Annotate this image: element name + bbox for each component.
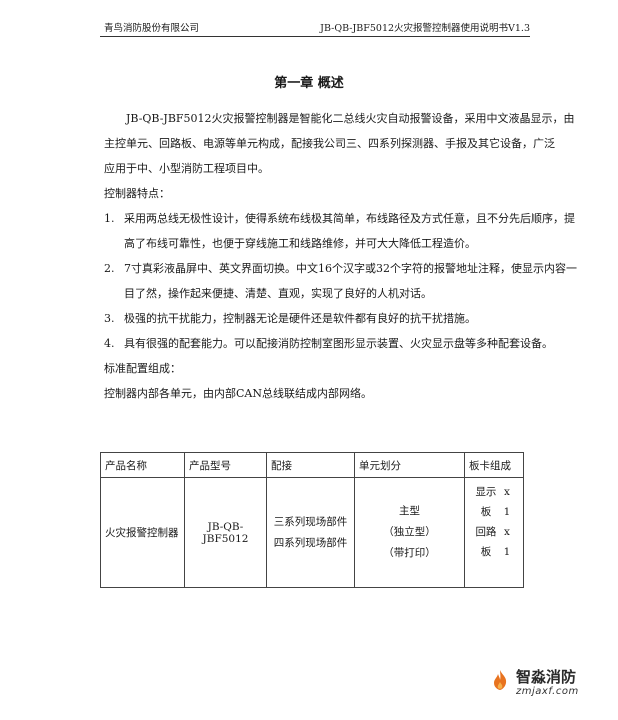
page-header: 青鸟消防股份有限公司 JB-QB-JBF5012火灾报警控制器使用说明书V1.3 [100,16,530,37]
configuration-table: 产品名称 产品型号 配接 单元划分 板卡组成 火灾报警控制器 JB-QB-JBF… [100,452,524,588]
feature-item: 3. 极强的抗干扰能力，控制器无论是硬件还是软件都有良好的抗干扰措施。 [104,306,524,331]
document-title: JB-QB-JBF5012火灾报警控制器使用说明书V1.3 [320,23,530,34]
feature-number: 3. [104,312,115,325]
watermark: 智淼消防 zmjaxf.com [488,664,608,704]
feature-text: 采用两总线无极性设计，使得系统布线极其简单，布线路径及方式任意，且不分先后顺序，… [124,212,575,225]
table-header-row: 产品名称 产品型号 配接 单元划分 板卡组成 [100,452,524,478]
intro-line: 应用于中、小型消防工程项目中。 [104,162,269,175]
watermark-name: 智淼消防 [516,668,577,686]
unit-item: （独立型） [383,526,436,538]
company-name: 青鸟消防股份有限公司 [104,23,200,34]
chapter-title: 第一章 概述 [274,76,344,91]
feature-text: 目了然，操作起来便捷、清楚、直观，实现了良好的人机对话。 [124,287,432,300]
cell-product-name: 火灾报警控制器 [100,477,185,588]
board-qty: x 1 [503,526,511,558]
connection-item: 三系列现场部件 [273,515,348,528]
feature-number: 2. [104,262,115,275]
feature-text: 极强的抗干扰能力，控制器无论是硬件还是软件都有良好的抗干扰措施。 [124,312,476,325]
watermark-site: zmjaxf.com [516,686,579,697]
feature-number: 1. [104,212,115,225]
config-heading: 标准配置组成： [104,362,181,375]
feature-item: 2. 7寸真彩液晶屏中、英文界面切换。中文16个汉字或32个字符的报警地址注释，使… [104,256,577,281]
cell-product-model: JB-QB-JBF5012 [184,477,267,588]
unit-item: 主型 [399,505,420,517]
feature-item: 4. 具有很强的配套能力。可以配接消防控制室图形显示装置、火灾显示盘等多种配套设备… [104,331,553,356]
cell-connection: 三系列现场部件 四系列现场部件 [266,477,355,588]
board-qty: x 1 [503,486,511,518]
cell-board-composition: 显示板 x 1 回路板 x 1 [464,477,524,588]
feature-text: 7寸真彩液晶屏中、英文界面切换。中文16个汉字或32个字符的报警地址注释，使显示… [124,262,577,275]
table-row: 火灾报警控制器 JB-QB-JBF5012 三系列现场部件 四系列现场部件 主型… [100,477,524,588]
feature-text: 具有很强的配套能力。可以配接消防控制室图形显示装置、火灾显示盘等多种配套设备。 [124,337,553,350]
intro-paragraph: JB-QB-JBF5012火灾报警控制器是智能化二总线火灾自动报警设备，采用中文… [104,106,577,406]
unit-item: （带打印） [383,547,436,559]
header-connection: 配接 [266,452,355,478]
board-name: 回路板 [475,526,497,558]
feature-number: 4. [104,337,115,350]
intro-line: 主控单元、回路板、电源等单元构成，配接我公司三、四系列探测器、手报及其它设备，广… [104,137,555,150]
board-item: 显示板 x 1 [466,482,522,522]
header-unit-division: 单元划分 [354,452,465,478]
config-text: 控制器内部各单元，由内部CAN总线联结成内部网络。 [104,387,372,400]
feature-text: 高了布线可靠性，也便于穿线施工和线路维修，并可大大降低工程造价。 [124,237,476,250]
header-product-model: 产品型号 [184,452,267,478]
intro-line: JB-QB-JBF5012火灾报警控制器是智能化二总线火灾自动报警设备，采用中文… [126,112,575,125]
header-product-name: 产品名称 [100,452,185,478]
flame-logo-icon [494,670,507,690]
board-item: 回路板 x 1 [466,522,522,562]
connection-item: 四系列现场部件 [273,536,348,549]
cell-unit-division: 主型 （独立型） （带打印） [354,477,465,588]
feature-item: 1. 采用两总线无极性设计，使得系统布线极其简单，布线路径及方式任意，且不分先后顺… [104,206,575,231]
features-heading: 控制器特点： [104,187,170,200]
header-board-composition: 板卡组成 [464,452,524,478]
board-name: 显示板 [475,486,497,518]
